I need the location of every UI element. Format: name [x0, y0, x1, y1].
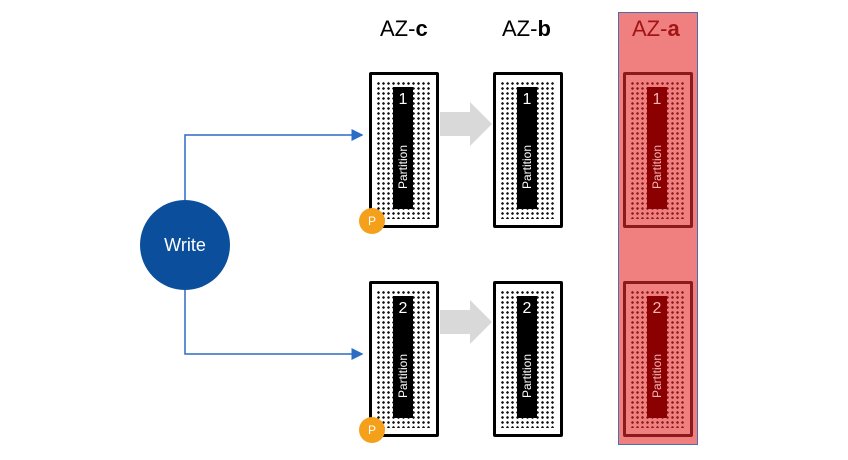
partition-number: 2	[652, 300, 662, 317]
leader-badge-partition-1: P	[359, 208, 385, 234]
leader-badge-partition-2: P	[359, 417, 385, 443]
write-node: Write	[140, 200, 230, 290]
replication-arrow-1	[440, 102, 492, 146]
partition-label: Partition	[396, 144, 410, 190]
connector-to-partition-1	[184, 129, 364, 200]
partition-number: 1	[522, 91, 532, 108]
partition-number: 2	[522, 300, 532, 317]
connector-to-partition-2	[184, 290, 364, 360]
az-c-header: AZ-c	[380, 16, 428, 41]
az-a-header: AZ-a	[632, 16, 680, 41]
partition-label: Partition	[520, 353, 534, 399]
partition-number: 2	[398, 300, 408, 317]
partition-label: Partition	[396, 353, 410, 399]
az-b-header: AZ-b	[502, 16, 551, 41]
partition-label: Partition	[650, 144, 664, 190]
partition-label: Partition	[650, 353, 664, 399]
replication-arrow-2	[440, 300, 492, 344]
partition-label: Partition	[520, 144, 534, 190]
partition-number: 1	[652, 91, 662, 108]
partition-number: 1	[398, 91, 408, 108]
